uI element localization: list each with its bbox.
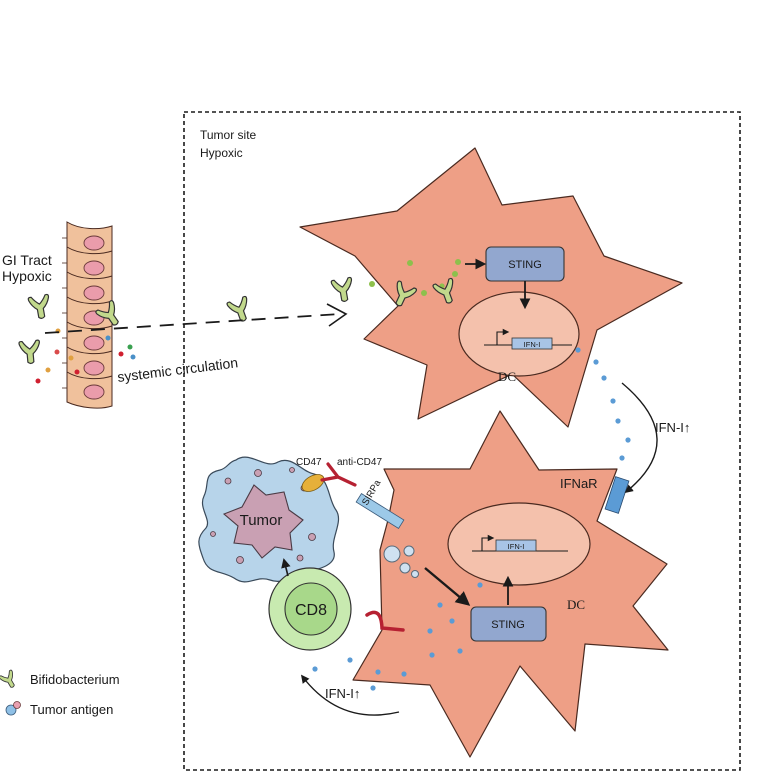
ifn-i-secretion-dots-upper [575,347,631,461]
gut-metabolite-dots [35,328,136,384]
bacterial-ligand-dots [369,259,461,296]
ifn-i-feedback-arrow-right [621,382,658,494]
ifn-i-up-label-left: IFN-I↑ [325,686,360,701]
engulfed-tumor-antigen-vesicles [383,545,419,578]
ifn-i-gene-lower-label: IFN-I [508,542,525,551]
gi-tract-label: GI Tract [2,252,52,268]
tumor-cell-nucleus [222,484,304,559]
dc-label-lower: DC [567,597,585,612]
ifn-i-gene-lower [495,539,537,552]
cd47-label: CD47 [296,457,322,468]
ifn-i-gene-upper-label: IFN-I [524,340,541,349]
ifn-i-to-cd8-arrow [300,674,400,716]
legend-bifidobacterium-icon [0,669,20,691]
legend-tumor-antigen-icon [5,701,21,716]
tumor-site-label: Tumor site [200,128,257,142]
systemic-circulation-arrowhead [326,303,348,327]
tumor-site-hypoxic-label: Hypoxic [200,146,243,160]
bifidobacterium-icon [330,276,356,304]
dendritic-cell-upper [299,147,683,428]
tcr-antibody-red [365,610,405,632]
ifnar-label: IFNaR [560,476,598,491]
sting-label-lower: STING [491,619,525,631]
cd8-t-cell-nucleus [284,582,338,636]
ifn-i-secretion-dots-lower [312,582,483,691]
systemic-circulation-label: systemic circulation [116,354,238,385]
ifn-i-gene-upper [511,337,553,350]
bifidobacterium-icon [27,293,53,321]
dc-label-upper: DC [498,369,516,384]
sting-label-upper: STING [508,259,542,271]
ifn-i-up-label-right: IFN-I↑ [655,420,690,435]
sirpa-receptor [355,492,405,530]
systemic-circulation-arrow [44,313,341,334]
gi-tract-hypoxic-label: Hypoxic [2,268,52,284]
cd8-to-tumor-arrow [281,558,291,577]
tumor-site-boundary [183,111,741,771]
legend-tumor-antigen-label: Tumor antigen [30,702,113,717]
legend-bifidobacterium-label: Bifidobacterium [30,672,120,687]
anti-cd47-label: anti-CD47 [337,457,382,468]
bifidobacterium-icon [18,339,42,365]
cd8-label: CD8 [295,602,327,619]
tumor-label: Tumor [240,512,283,529]
sirpa-label: SIRPa [360,478,384,508]
antigen-to-sting-arrow [424,567,471,606]
nucleus-upper [458,291,580,377]
anti-cd47-antibody [320,462,357,487]
lumen-microvilli [62,237,67,389]
cd47-molecule [301,474,325,492]
sting-box-lower [470,606,547,642]
ifnar-receptor [604,476,630,514]
